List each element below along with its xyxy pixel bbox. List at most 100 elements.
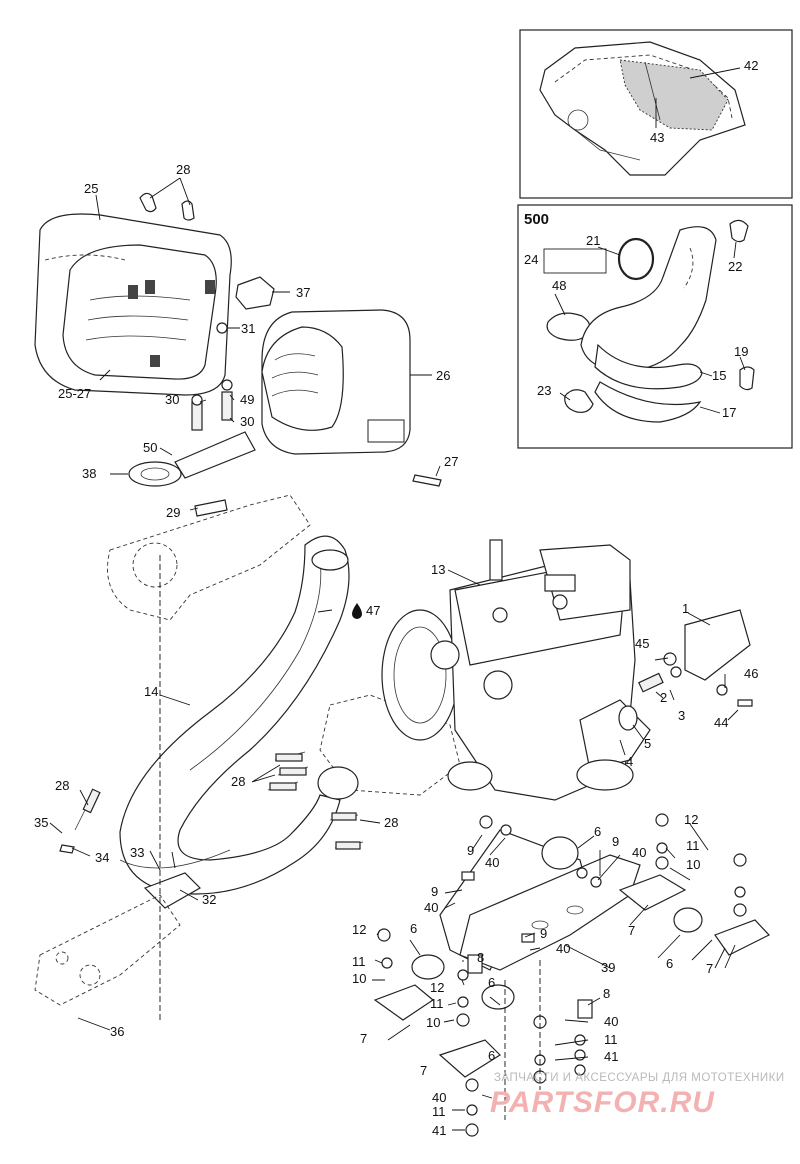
callout-7: 7: [420, 1063, 427, 1078]
foot-7c: [618, 874, 687, 911]
bracket-50: [174, 431, 256, 479]
callout-32: 32: [202, 892, 216, 907]
callout-48: 48: [552, 278, 566, 293]
muffler-26: [261, 309, 411, 455]
callout-10: 10: [352, 971, 366, 986]
callout-45: 45: [635, 636, 649, 651]
callout-6: 6: [410, 921, 417, 936]
callout-6: 6: [488, 1048, 495, 1063]
rubber-mounts: [373, 813, 770, 1137]
callout-11: 11: [432, 1104, 446, 1119]
bolt-29: [194, 499, 228, 517]
callout-14: 14: [144, 684, 158, 699]
base-plate-outline: [107, 494, 311, 621]
callout-12: 12: [430, 980, 444, 995]
foot-7a: [373, 984, 435, 1021]
callout-29: 29: [166, 505, 180, 520]
callout-28: 28: [231, 774, 245, 789]
callout-7: 7: [628, 923, 635, 938]
callout-46: 46: [744, 666, 758, 681]
foot-7d: [714, 919, 770, 956]
callout-19: 19: [734, 344, 748, 359]
callout-26: 26: [436, 368, 450, 383]
callout-23: 23: [537, 383, 551, 398]
ring-21: [617, 237, 655, 281]
callout-7: 7: [706, 961, 713, 976]
flange-outline: [319, 694, 461, 796]
callout-8: 8: [603, 986, 610, 1001]
screw-31: [216, 322, 228, 334]
callout-7: 7: [360, 1031, 367, 1046]
callout-17: 17: [722, 405, 736, 420]
callout-36: 36: [110, 1024, 124, 1039]
inset-500-title: 500: [524, 211, 549, 228]
damper-37: [235, 276, 275, 310]
watermark-tagline: ЗАПЧАСТИ И АКСЕССУАРЫ ДЛЯ МОТОТЕХНИКИ: [494, 1072, 785, 1084]
callout-5: 5: [644, 736, 651, 751]
exhaust-pipe-14: [119, 535, 350, 895]
callout-11: 11: [604, 1032, 618, 1047]
callout-21: 21: [586, 233, 600, 248]
callout-50: 50: [143, 440, 157, 455]
callout-40: 40: [424, 900, 438, 915]
callout-43: 43: [650, 130, 664, 145]
shield-17: [594, 381, 702, 423]
mount-parts-right: [618, 609, 753, 731]
callout-30: 30: [240, 414, 254, 429]
inset-leader-lines: [554, 241, 746, 414]
callout-40: 40: [432, 1090, 446, 1105]
callout-13: 13: [431, 562, 445, 577]
callout-39: 39: [601, 960, 615, 975]
callout-15: 15: [712, 368, 726, 383]
plate-1: [684, 609, 751, 681]
callout-6: 6: [488, 975, 495, 990]
springs-28: [267, 751, 364, 850]
engine-13: [381, 539, 651, 801]
callout-27: 27: [444, 454, 458, 469]
watermark: ЗАПЧАСТИ И АКСЕССУАРЫ ДЛЯ МОТОТЕХНИКИ PA…: [490, 1072, 785, 1119]
inset-heat-shield: [519, 29, 793, 199]
callout-2: 2: [660, 690, 667, 705]
clamp-19: [739, 366, 755, 391]
callout-3: 3: [678, 708, 685, 723]
callout-9: 9: [540, 926, 547, 941]
callout-12: 12: [352, 922, 366, 937]
callout-9: 9: [467, 843, 474, 858]
callout-41: 41: [432, 1123, 446, 1138]
callout-10: 10: [686, 857, 700, 872]
callout-11: 11: [430, 996, 444, 1011]
callout-30: 30: [165, 392, 179, 407]
callout-28: 28: [384, 815, 398, 830]
callout-10: 10: [426, 1015, 440, 1030]
callout-34: 34: [95, 850, 109, 865]
callout-25: 25: [84, 181, 98, 196]
inset-500-exhaust: [517, 204, 793, 449]
rivet-27: [412, 474, 442, 487]
callout-11: 11: [352, 954, 366, 969]
callout-6: 6: [594, 824, 601, 839]
watermark-brand: PARTSFOR.RU: [490, 1086, 715, 1119]
callout-47: 47: [366, 603, 380, 618]
callout-44: 44: [714, 715, 728, 730]
springs-and-grommets: [128, 379, 442, 517]
callout-31: 31: [241, 321, 255, 336]
callout-4: 4: [626, 754, 633, 769]
bracket-32-and-frame: [34, 788, 201, 1006]
callout-11: 11: [686, 838, 700, 853]
callout-28: 28: [176, 162, 190, 177]
callout-40: 40: [632, 845, 646, 860]
clamp-23: [564, 389, 594, 413]
callout-9: 9: [431, 884, 438, 899]
callout-25-27: 25-27: [58, 386, 91, 401]
callout-labels: 25 28 37 31 25-27 30 49 30 50 38 29 26 2…: [34, 58, 758, 1138]
callout-12: 12: [684, 812, 698, 827]
callout-40: 40: [556, 941, 570, 956]
callout-37: 37: [296, 285, 310, 300]
callout-24: 24: [524, 252, 538, 267]
callout-40: 40: [604, 1014, 618, 1029]
callout-35: 35: [34, 815, 48, 830]
muffler-25: [34, 192, 275, 396]
callout-49: 49: [240, 392, 254, 407]
